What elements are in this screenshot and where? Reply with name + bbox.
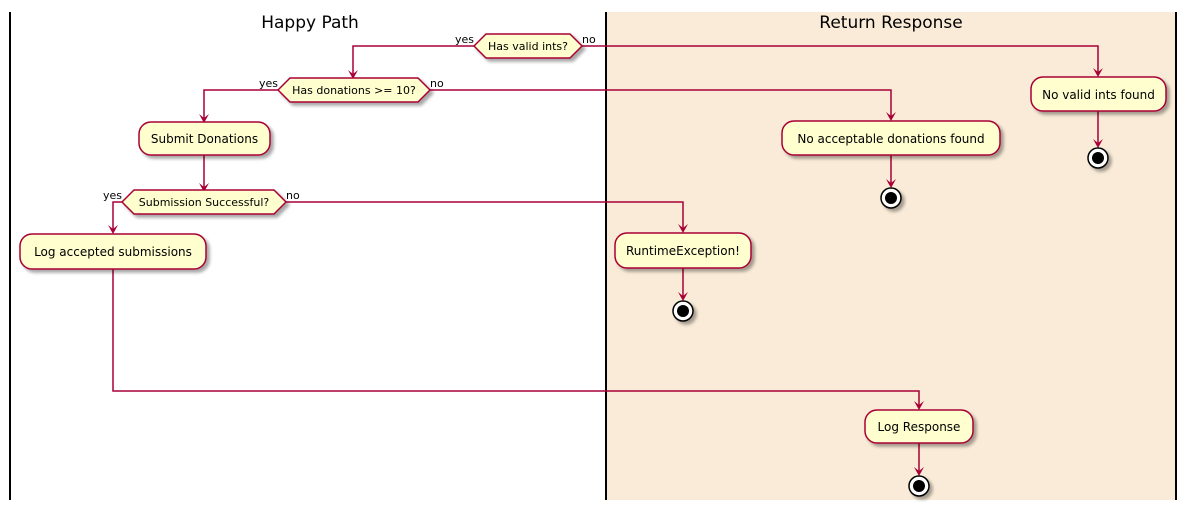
arrowhead (886, 179, 896, 188)
activity-label: Log Response (878, 420, 961, 434)
decision-label: Has valid ints? (488, 40, 568, 53)
arrowhead (1093, 139, 1103, 148)
decision-label: Has donations >= 10? (292, 84, 416, 97)
stop-node-no-acceptable-donations (880, 187, 902, 209)
activity-runtime-exception: RuntimeException! (614, 232, 752, 269)
branch-label-no: no (582, 33, 596, 46)
branch-label-yes: yes (103, 189, 122, 202)
arrowhead (1093, 68, 1103, 77)
stop-node-no-valid-ints (1087, 147, 1109, 169)
activity-label: Submit Donations (151, 132, 258, 146)
arrowhead (678, 292, 688, 301)
activity-label: No valid ints found (1042, 88, 1155, 102)
decision-submission-successful: Submission Successful? (120, 189, 288, 215)
arrowhead (108, 225, 118, 234)
activity-submit-donations: Submit Donations (138, 121, 271, 156)
branch-label-yes: yes (455, 33, 474, 46)
arrowhead (199, 183, 209, 192)
decision-label: Submission Successful? (139, 196, 270, 209)
arrowhead (199, 114, 209, 123)
edge-log-accepted-to-log-response (112, 269, 920, 406)
activity-label: Log accepted submissions (34, 245, 192, 259)
arrowhead (914, 401, 924, 410)
edge-donations-no (430, 89, 892, 117)
edge-submission-yes (112, 201, 122, 230)
decision-has-donations: Has donations >= 10? (276, 77, 432, 103)
branch-label-yes: yes (259, 77, 278, 90)
stop-node-log-response (908, 475, 930, 497)
edge-valid-ints-no (582, 45, 1099, 73)
arrowhead (348, 70, 358, 79)
activity-no-valid-ints: No valid ints found (1030, 76, 1167, 112)
arrowhead (678, 224, 688, 233)
activity-log-response: Log Response (864, 409, 974, 444)
branch-label-no: no (286, 189, 300, 202)
edge-valid-ints-yes (352, 45, 474, 75)
edge-donations-yes (203, 89, 278, 119)
branch-label-no: no (430, 77, 444, 90)
decision-has-valid-ints: Has valid ints? (472, 33, 584, 59)
lane-title-return-response: Return Response (819, 13, 962, 33)
activity-no-acceptable-donations: No acceptable donations found (781, 120, 1001, 156)
activity-label: No acceptable donations found (797, 132, 984, 146)
activity-log-accepted-submissions: Log accepted submissions (19, 233, 207, 270)
lane-title-happy-path: Happy Path (261, 13, 359, 33)
arrowhead (886, 112, 896, 121)
stop-node-runtime-exception (672, 300, 694, 322)
arrowhead (914, 467, 924, 476)
edge-submission-no (286, 201, 684, 229)
activity-label: RuntimeException! (626, 244, 740, 258)
